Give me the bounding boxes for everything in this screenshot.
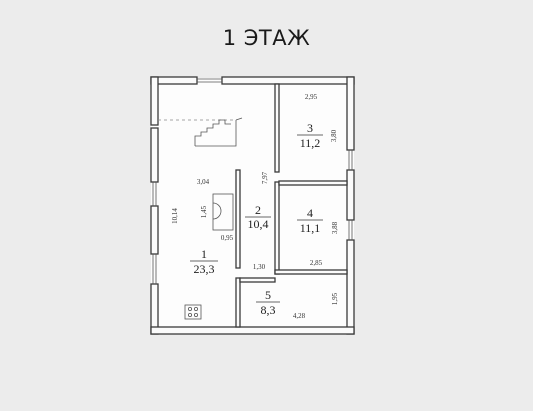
staircase bbox=[158, 117, 243, 147]
window-markings bbox=[152, 78, 353, 284]
svg-text:11,2: 11,2 bbox=[300, 136, 321, 150]
svg-text:8,3: 8,3 bbox=[261, 303, 276, 317]
svg-text:10,4: 10,4 bbox=[248, 217, 269, 231]
dim-wall-797: 7,97 bbox=[261, 171, 269, 184]
dim-room1-1014: 10,14 bbox=[171, 208, 179, 224]
page-title: 1 ЭТАЖ bbox=[222, 26, 311, 50]
room-label-4: 4 11,1 bbox=[297, 206, 323, 235]
room-label-5: 5 8,3 bbox=[256, 288, 280, 317]
svg-text:3: 3 bbox=[307, 121, 313, 135]
outer-walls bbox=[150, 76, 355, 335]
dim-room3-height: 3,80 bbox=[330, 129, 338, 142]
floor-area bbox=[151, 78, 354, 334]
dim-room1-145: 1,45 bbox=[200, 205, 208, 218]
dim-room5-width: 4,28 bbox=[293, 312, 306, 320]
dim-room1-095: 0,95 bbox=[221, 234, 234, 242]
svg-text:5: 5 bbox=[265, 288, 271, 302]
room-label-2: 2 10,4 bbox=[245, 203, 271, 231]
dim-room4-height: 3,88 bbox=[331, 221, 339, 234]
room-label-3: 3 11,2 bbox=[297, 121, 323, 150]
svg-text:1: 1 bbox=[201, 247, 207, 261]
dim-room2-130: 1,30 bbox=[253, 263, 266, 271]
svg-text:4: 4 bbox=[307, 206, 313, 220]
svg-text:11,1: 11,1 bbox=[300, 221, 321, 235]
svg-text:23,3: 23,3 bbox=[194, 262, 215, 276]
dim-room1-304: 3,04 bbox=[197, 178, 210, 186]
interior-walls bbox=[235, 83, 348, 328]
room-label-1: 1 23,3 bbox=[190, 247, 218, 276]
svg-text:2: 2 bbox=[255, 203, 261, 217]
dim-room5-height: 1,95 bbox=[331, 292, 339, 305]
table-fixture bbox=[212, 193, 234, 231]
dim-room3-width: 2,95 bbox=[305, 93, 318, 101]
stove-fixture bbox=[184, 304, 202, 320]
dim-room4-width: 2,85 bbox=[310, 259, 323, 267]
